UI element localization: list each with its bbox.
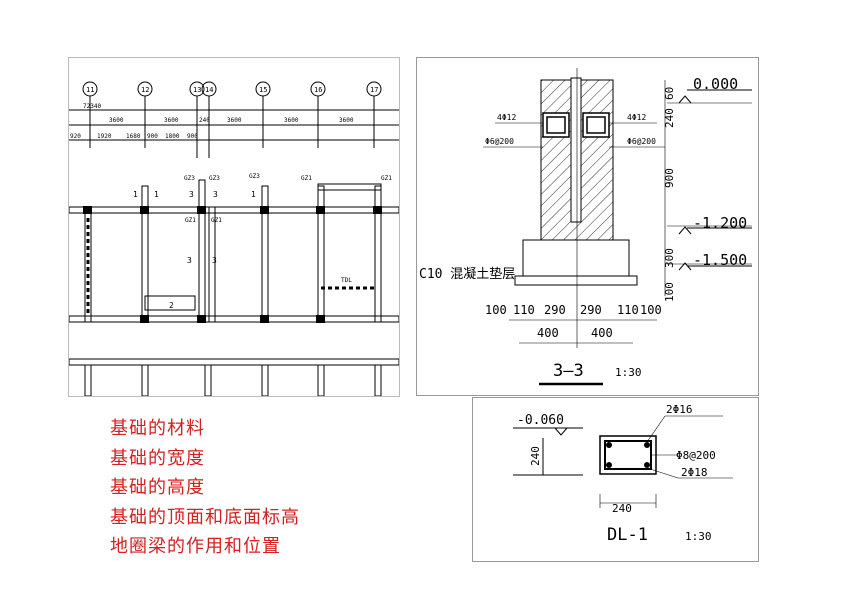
section-mark-1: 1 xyxy=(154,190,159,199)
leader-lines xyxy=(483,80,752,296)
dim-vertical: 100 xyxy=(663,282,676,302)
dim-text: 240 xyxy=(199,117,210,124)
walls xyxy=(69,179,399,396)
dim-vertical: 240 xyxy=(663,108,676,128)
wall-gap xyxy=(570,77,582,223)
section-scale: 1:30 xyxy=(615,366,642,379)
question-item: 基础的材料 xyxy=(110,418,205,439)
gz3-label: GZ3 xyxy=(209,175,220,182)
section-3-3-panel: 4Φ12 Φ6@200 4Φ12 Φ6@200 0.000 -1.200 -1.… xyxy=(416,57,759,396)
axis-label: 15 xyxy=(259,86,267,94)
axis-label: 16 xyxy=(314,86,322,94)
dim-text: 1920 xyxy=(97,133,112,140)
gz1-label: GZ1 xyxy=(185,217,196,224)
dim-vertical: 900 xyxy=(663,168,676,188)
section-mark-3: 3 xyxy=(212,256,217,265)
horizontal-dim-lines xyxy=(509,319,657,344)
axis-label: 17 xyxy=(370,86,378,94)
section-3-3-drawing: 4Φ12 Φ6@200 4Φ12 Φ6@200 0.000 -1.200 -1.… xyxy=(419,68,752,386)
dim-horizontal: 400 xyxy=(591,326,613,340)
elevation-bottom: -1.500 xyxy=(693,251,747,269)
dim-horizontal: 290 xyxy=(544,303,566,317)
dim-text: 72340 xyxy=(83,103,101,110)
base-layer-label: C10 混凝土垫层 xyxy=(419,266,515,282)
top-bars-label: 2Φ16 xyxy=(666,403,693,416)
dim-horizontal: 100 xyxy=(640,303,662,317)
question-list: 基础的材料 基础的宽度 基础的高度 基础的顶面和底面标高 地圈梁的作用和位置 xyxy=(110,414,300,562)
dim-horizontal: 400 xyxy=(537,326,559,340)
elevation-markers xyxy=(678,89,752,271)
dim-text: 3600 xyxy=(164,117,179,124)
rebar-label-left: 4Φ12 xyxy=(497,113,516,122)
elevation-marker xyxy=(513,427,583,476)
dim-vertical: 300 xyxy=(663,248,676,268)
axis-label: 14 xyxy=(205,86,213,94)
stirrup-label-left: Φ6@200 xyxy=(485,137,514,146)
axis-label: 12 xyxy=(141,86,149,94)
dim-text: 1800 xyxy=(165,133,180,140)
rebar-label-right: 4Φ12 xyxy=(627,113,646,122)
axis-label: 11 xyxy=(86,86,94,94)
dim-text: 3600 xyxy=(227,117,242,124)
stirrup-label-right: Φ6@200 xyxy=(627,137,656,146)
beam-scale: 1:30 xyxy=(685,530,712,543)
beam-title: DL-1 xyxy=(607,525,648,545)
section-mark-3: 3 xyxy=(187,256,192,265)
dim-text: 1680 xyxy=(126,133,141,140)
elevation-top: 0.000 xyxy=(693,75,738,93)
columns xyxy=(83,206,382,323)
beam-width: 240 xyxy=(612,502,632,515)
dim-vertical: 60 xyxy=(663,87,676,100)
tdl-label: TDL xyxy=(341,277,352,284)
question-item: 基础的宽度 xyxy=(110,447,205,469)
stirrup-label: Φ8@200 xyxy=(676,449,716,462)
gz3-label: GZ3 xyxy=(249,173,260,180)
dim-horizontal: 100 xyxy=(485,303,507,317)
gz1-label: GZ1 xyxy=(381,175,392,182)
dim-horizontal: 110 xyxy=(513,303,535,317)
wall-dashes xyxy=(86,218,374,313)
ring-beams xyxy=(542,112,610,138)
section-mark-1: 1 xyxy=(133,190,138,199)
gz1-label: GZ1 xyxy=(211,217,222,224)
section-mark-3: 3 xyxy=(189,190,194,199)
section-mark-1: 1 xyxy=(251,190,256,199)
section-mark-2: 2 xyxy=(169,301,174,310)
gz1-label: GZ1 xyxy=(301,175,312,182)
beam-leaders xyxy=(599,415,733,508)
section-mark-3: 3 xyxy=(213,190,218,199)
axis-label: 13 xyxy=(193,86,201,94)
elevation-mid: -1.200 xyxy=(693,214,747,232)
beam-height: 240 xyxy=(529,446,542,466)
ring-beam-drawing: -0.060 240 2Φ16 Φ8@200 2Φ18 240 DL-1 1:3… xyxy=(513,403,733,545)
question-item: 地圈梁的作用和位置 xyxy=(110,536,281,557)
dim-text: 900 xyxy=(147,133,158,140)
floor-plan-drawing: 11 12 13 14 15 16 17 72340 3600 3600 240… xyxy=(69,81,399,396)
dim-text: 3600 xyxy=(109,117,124,124)
dim-text: 920 xyxy=(70,133,81,140)
question-item: 基础的顶面和底面标高 xyxy=(110,506,300,528)
dim-horizontal: 110 xyxy=(617,303,639,317)
dim-text: 3600 xyxy=(339,117,354,124)
axis-bubbles xyxy=(69,81,399,158)
rebars xyxy=(606,442,650,468)
bottom-bars-label: 2Φ18 xyxy=(681,466,708,479)
dim-text: 3600 xyxy=(284,117,299,124)
floor-plan-panel: 11 12 13 14 15 16 17 72340 3600 3600 240… xyxy=(68,57,400,397)
ring-beam-panel: -0.060 240 2Φ16 Φ8@200 2Φ18 240 DL-1 1:3… xyxy=(472,397,759,562)
question-item: 基础的高度 xyxy=(110,477,205,498)
beam-elevation: -0.060 xyxy=(517,413,564,428)
dim-text: 900 xyxy=(187,133,198,140)
dim-horizontal: 290 xyxy=(580,303,602,317)
gz3-label: GZ3 xyxy=(184,175,195,182)
section-title: 3—3 xyxy=(553,361,584,381)
